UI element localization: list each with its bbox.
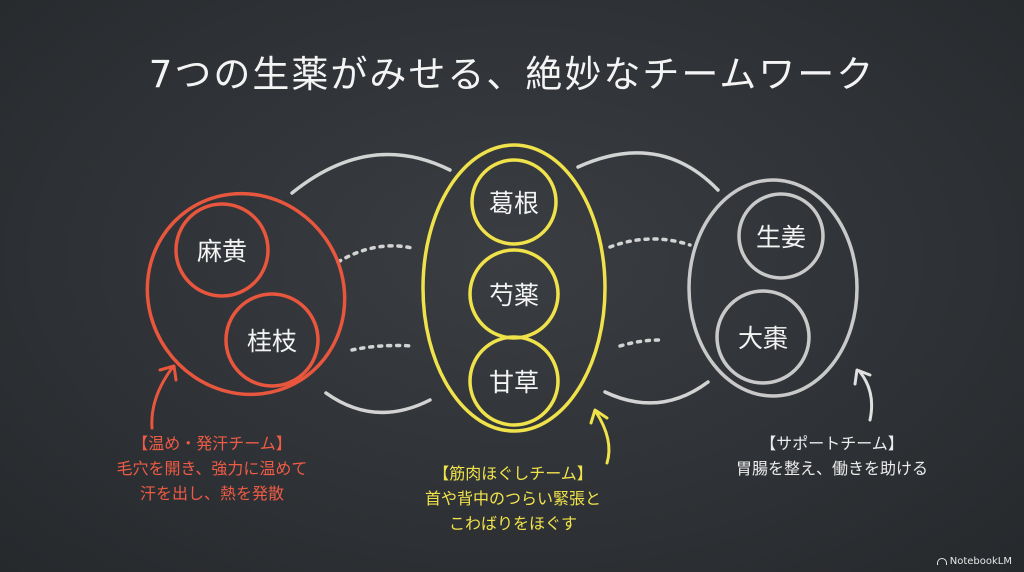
arc-dotted-right-top — [608, 237, 692, 249]
warm-team-outline — [145, 191, 347, 397]
muscle-team-desc-line2: こわばりをほぐす — [448, 514, 578, 533]
support-team-arrow — [853, 368, 874, 422]
muscle-team-desc-line1: 首や背中のつらい緊張と — [424, 489, 602, 508]
support-team-name: 【サポートチーム】 — [760, 434, 904, 453]
muscle-team-outline — [421, 143, 607, 433]
arc-dotted-left-bottom — [350, 343, 414, 352]
herb-circle-kakkon — [470, 158, 558, 246]
warm-team-caption: 【温め・発汗チーム】 毛穴を開き、強力に温めて 汗を出し、熱を発散 — [117, 431, 308, 506]
arc-bottom-left — [324, 391, 432, 415]
arc-dotted-right-bottom — [618, 338, 662, 348]
herb-label-kanzo: 甘草 — [488, 368, 539, 397]
herb-circle-mahuang — [174, 202, 270, 298]
herb-circle-taiso — [715, 289, 811, 385]
arc-dotted-left-top — [336, 244, 414, 264]
herb-label-keishi: 桂枝 — [246, 327, 297, 356]
muscle-team-caption: 【筋肉ほぐしチーム】 首や背中のつらい緊張と こわばりをほぐす — [425, 461, 601, 536]
connector-arcs — [290, 151, 720, 415]
herb-circle-kanzo — [468, 335, 560, 427]
warm-team-name: 【温め・発汗チーム】 — [132, 434, 292, 453]
herb-label-shakuyaku: 芍薬 — [488, 281, 539, 310]
herb-label-shokyo: 生姜 — [755, 223, 806, 252]
warm-team-arrow — [150, 364, 178, 430]
brand-watermark: NotebookLM — [936, 556, 1012, 567]
muscle-team-group — [421, 143, 607, 433]
herb-label-kakkon: 葛根 — [488, 189, 539, 218]
notebooklm-logo-icon — [936, 558, 947, 565]
support-team-outline — [687, 178, 859, 398]
brand-label: NotebookLM — [949, 556, 1012, 567]
support-team-caption: 【サポートチーム】 胃腸を整え、働きを助ける — [736, 431, 928, 481]
support-team-group — [687, 178, 859, 398]
arc-top-left — [290, 152, 452, 195]
herb-label-taiso: 大棗 — [737, 324, 788, 353]
warm-team-desc-line2: 汗を出し、熱を発散 — [139, 484, 285, 503]
herb-label-mahuang: 麻黄 — [196, 237, 247, 266]
herb-circle-shokyo — [737, 192, 825, 280]
herb-circle-keishi — [224, 292, 320, 388]
support-team-desc-line1: 胃腸を整え、働きを助ける — [735, 459, 929, 478]
muscle-team-arrow — [589, 408, 611, 465]
page-title: 7つの生薬がみせる、絶妙なチームワーク — [148, 53, 876, 96]
muscle-team-name: 【筋肉ほぐしチーム】 — [433, 464, 593, 483]
arc-top-right — [576, 151, 720, 192]
warm-team-desc-line1: 毛穴を開き、強力に温めて — [116, 459, 308, 478]
arc-bottom-right — [603, 380, 710, 405]
warm-team-group — [145, 191, 347, 397]
